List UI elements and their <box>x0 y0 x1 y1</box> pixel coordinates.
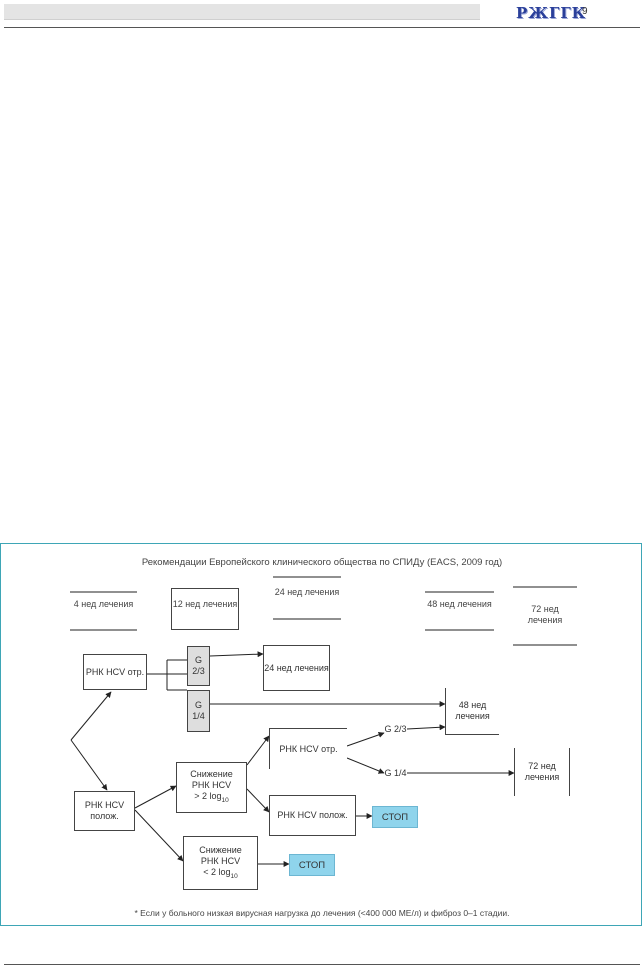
stop-box: СТОП <box>372 806 418 828</box>
column-header-24wk: 24 нед лечения <box>274 587 340 597</box>
arrow <box>346 757 385 774</box>
column-header-box <box>171 588 239 630</box>
rnk-positive-box: РНК HCV полож. <box>74 791 135 831</box>
arrow <box>346 731 385 747</box>
page-number: 9 <box>582 6 588 17</box>
arrow <box>209 651 264 658</box>
column-header-48wk: 48 нед лечения <box>427 599 492 609</box>
footer-rule <box>4 964 640 965</box>
72-week-treatment-box: 72 нед лечения <box>514 748 570 796</box>
rnk-positive-mid-box: РНК HCV полож. <box>269 795 356 836</box>
arrow <box>134 785 177 809</box>
arrow <box>246 735 270 766</box>
24-week-treatment-box: 24 нед лечения <box>263 645 330 691</box>
figure-footnote: * Если у больного низкая вирусная нагруз… <box>134 908 510 918</box>
column-header-72wk: 72 нед лечения <box>527 604 563 625</box>
arrow <box>70 739 108 791</box>
genotype-1-4-box: G 1/4 <box>187 690 210 732</box>
arrow <box>70 691 112 741</box>
rnk-decrease-over-2log-box: Снижение РНК HCV > 2 log10 <box>176 762 247 813</box>
header-rule <box>4 27 640 28</box>
genotype-2-3-box: G 2/3 <box>187 646 210 686</box>
48-week-treatment-box: 48 нед лечения <box>445 688 499 735</box>
genotype-1-4-mid-label: G 1/4 <box>384 767 407 778</box>
flowchart-connectors <box>70 576 577 867</box>
column-header-4wk: 4 нед лечения <box>73 599 134 609</box>
stop-box: СТОП <box>289 854 335 876</box>
rnk-negative-box: РНК HCV отр. <box>83 654 147 690</box>
journal-logo: РЖГГК <box>516 4 587 22</box>
header-bar <box>4 4 480 20</box>
arrow <box>246 788 270 813</box>
genotype-2-3-mid-label: G 2/3 <box>384 723 407 734</box>
arrow <box>134 809 184 862</box>
figure-title: Рекомендации Европейского клинического о… <box>141 557 503 568</box>
rnk-negative-mid-box: РНК HCV отр. <box>269 728 347 769</box>
column-header-12wk: 12 нед лечения <box>172 599 238 609</box>
flowchart-figure: Рекомендации Европейского клинического о… <box>0 543 642 926</box>
arrow <box>406 724 446 731</box>
rnk-decrease-under-2log-box: Снижение РНК HCV < 2 log10 <box>183 836 258 890</box>
